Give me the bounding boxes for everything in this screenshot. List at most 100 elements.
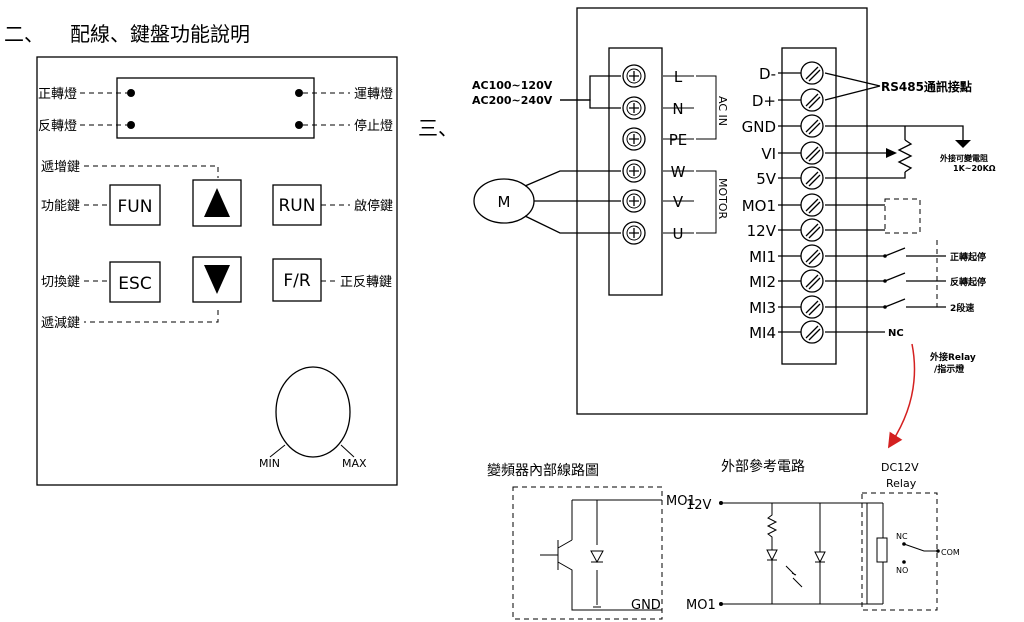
screw-plus-icon	[629, 228, 639, 238]
relay-box	[861, 492, 938, 611]
mi1-label: 正轉起停	[950, 251, 986, 263]
screw-slot-icon	[805, 93, 821, 109]
relay-placeholder-box	[884, 198, 921, 234]
resistor-icon	[766, 503, 778, 550]
left-terminal-n: N	[622, 96, 694, 120]
stop-lamp-dot	[295, 121, 303, 129]
speed-knob[interactable]	[275, 366, 351, 458]
start-stop-key-label: 啟停鍵	[354, 198, 393, 214]
right-terminal-block	[781, 47, 837, 365]
right-terminal-mi2: MI2	[749, 269, 824, 293]
rev-lamp-dot	[127, 121, 135, 129]
screw-slot-icon	[805, 66, 821, 82]
left-terminals: LN PE WVU	[622, 64, 694, 245]
knob-max-label: MAX	[342, 457, 367, 470]
right-terminal-gnd: GND	[742, 114, 824, 138]
relay-nc-label: NC	[896, 532, 908, 541]
drive-enclosure	[576, 7, 868, 415]
relay-no-label: NO	[896, 566, 908, 575]
run-lamp-label: 運轉燈	[354, 87, 393, 102]
mi3-label: 2段速	[950, 302, 974, 314]
fr-button[interactable]	[272, 258, 322, 302]
screw-plus-icon	[629, 103, 639, 113]
internal-diode-icon	[590, 550, 604, 564]
fr-button-label: F/R	[283, 271, 311, 291]
right-terminal-label: MI2	[749, 273, 776, 291]
right-terminal-label: VI	[761, 145, 776, 163]
fr-key-label: 正反轉鍵	[340, 274, 392, 290]
screw-plus-icon	[629, 196, 639, 206]
down-button[interactable]	[192, 256, 242, 303]
relay-title-1: DC12V	[881, 461, 919, 474]
fwd-lamp-label: 正轉燈	[38, 87, 77, 102]
esc-button[interactable]	[109, 261, 161, 303]
potentiometer-icon	[897, 139, 913, 173]
screw-slot-icon	[805, 249, 821, 265]
right-terminal-label: MI1	[749, 248, 776, 266]
left-terminal-label: U	[673, 225, 684, 243]
right-terminal-dminus: D-	[759, 61, 824, 85]
left-terminal-w: W	[622, 159, 694, 183]
relay-com-label: COM	[941, 548, 960, 557]
relay-coil-icon	[876, 537, 888, 563]
esc-button-label: ESC	[118, 274, 151, 294]
mi4-nc-label: NC	[888, 328, 904, 339]
screw-slot-icon	[805, 119, 821, 135]
screw-slot-icon	[805, 198, 821, 214]
run-lamp-dot	[295, 89, 303, 97]
section2-number: 二、	[4, 22, 44, 46]
switch-key-label: 切換鍵	[41, 274, 80, 290]
right-terminal-mo1: MO1	[742, 193, 824, 217]
left-terminal-label: W	[671, 163, 686, 181]
ac-in-label: AC IN	[716, 96, 729, 126]
right-terminal-12v: 12V	[747, 218, 824, 242]
mi2-label: 反轉起停	[950, 276, 986, 288]
relay-title-2: Relay	[886, 477, 917, 490]
right-terminal-label: D+	[752, 92, 776, 110]
right-terminal-label: GND	[742, 118, 776, 136]
left-terminal-u: U	[622, 221, 694, 245]
left-terminal-label: V	[673, 193, 684, 211]
ext-12v-label: 12V	[686, 498, 712, 513]
fun-button[interactable]	[109, 184, 161, 226]
relay-note-1: 外接Relay	[929, 351, 976, 363]
dec-key-label: 遞減鍵	[41, 315, 80, 331]
pot-range-label: 1K~20KΩ	[953, 164, 996, 173]
right-terminal-label: MO1	[742, 197, 776, 215]
left-terminal-label: PE	[669, 131, 688, 149]
left-terminal-label: N	[672, 100, 683, 118]
motor-symbol-label: M	[498, 193, 511, 211]
screw-plus-icon	[629, 134, 639, 144]
right-terminal-mi1: MI1	[749, 244, 824, 268]
left-terminal-pe: PE	[622, 127, 694, 151]
right-terminal-label: 5V	[756, 170, 777, 188]
keypad-panel	[36, 56, 398, 486]
ext-diode-icon	[814, 503, 826, 604]
right-terminal-dplus: D+	[752, 88, 824, 112]
pot-label: 外接可變電阻	[940, 153, 988, 163]
fun-button-label: FUN	[118, 197, 153, 217]
screw-slot-icon	[805, 171, 821, 187]
up-button[interactable]	[192, 179, 242, 227]
ext-mo1-label: MO1	[686, 598, 716, 613]
left-terminal-l: L	[622, 64, 694, 88]
rs485-label: RS485通訊接點	[881, 79, 972, 94]
knob-min-label: MIN	[259, 457, 280, 470]
right-terminal-label: 12V	[747, 222, 777, 240]
section2-heading: 配線、鍵盤功能說明	[70, 22, 250, 46]
right-terminal-label: D-	[759, 65, 776, 83]
right-terminal-vi: VI	[761, 141, 824, 165]
rev-lamp-label: 反轉燈	[38, 119, 77, 134]
relay-note-2: /指示燈	[934, 363, 965, 375]
up-arrow-icon	[204, 188, 230, 217]
right-terminal-mi4: MI4	[749, 320, 824, 344]
ground-icon	[955, 140, 971, 148]
screw-plus-icon	[629, 166, 639, 176]
internal-mo1-label: MO1	[666, 494, 696, 509]
keypad-display	[116, 77, 315, 139]
screw-slot-icon	[805, 223, 821, 239]
ac-input-low-label: AC100~120V	[472, 79, 553, 92]
section3-number: 三、	[418, 116, 458, 140]
screw-slot-icon	[805, 274, 821, 290]
